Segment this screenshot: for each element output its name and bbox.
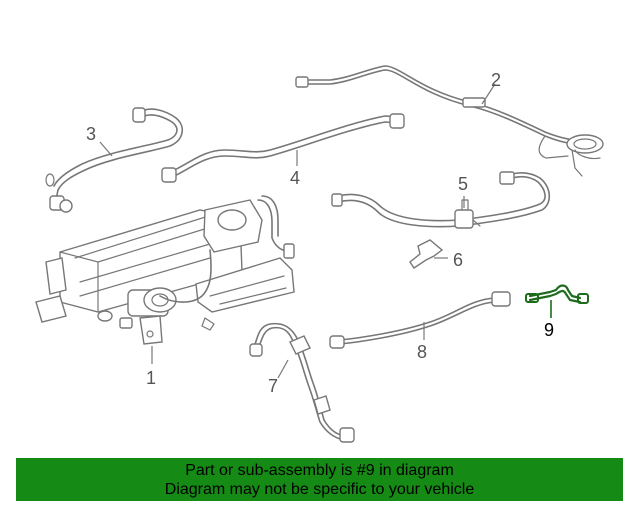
callout-4: 4: [290, 168, 300, 188]
part-info-line: Part or sub-assembly is #9 in diagram: [185, 462, 454, 479]
part-info-banner: Part or sub-assembly is #9 in diagram Di…: [16, 458, 623, 501]
part-3-hose: [45, 107, 183, 213]
callout-7: 7: [268, 376, 278, 396]
part-5-valve-hose: [331, 171, 551, 229]
part-8-harness: [329, 291, 511, 349]
callout-1: 1: [146, 368, 156, 388]
part-1-canister-assembly: [35, 195, 295, 364]
part-4-hose: [161, 113, 405, 183]
part-2-hose: [295, 65, 604, 177]
callout-5: 5: [458, 174, 468, 194]
callout-8: 8: [417, 342, 427, 362]
part-9-oxygen-sensor: [525, 284, 589, 318]
parts-diagram: 1 2 3 4 5 6 7 8 9: [35, 65, 604, 443]
part-6-bracket: [409, 239, 448, 269]
disclaimer-line: Diagram may not be specific to your vehi…: [164, 481, 475, 498]
callout-2: 2: [491, 70, 501, 90]
callout-3: 3: [86, 124, 96, 144]
callout-9: 9: [544, 320, 554, 340]
part-7-sensor-harness: [249, 322, 355, 443]
callout-6: 6: [453, 250, 463, 270]
